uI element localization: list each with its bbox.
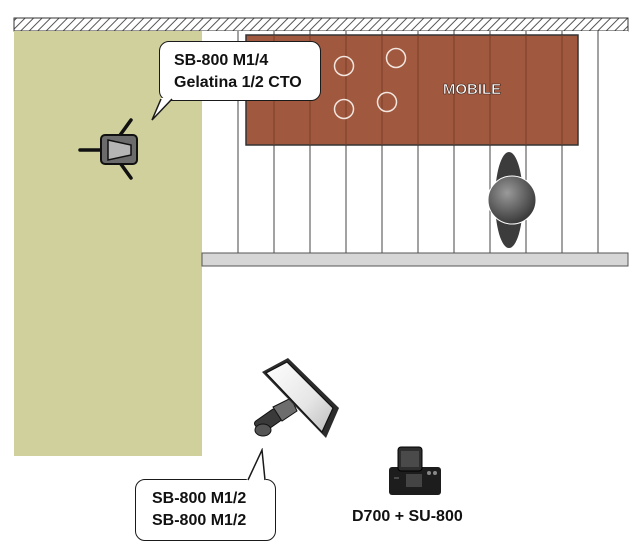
object-circle <box>385 47 407 69</box>
flash-top-line1: SB-800 M1/4 <box>174 52 269 69</box>
flash-top-callout-pointer <box>151 98 173 121</box>
flash-bottom-callout: SB-800 M1/2 SB-800 M1/2 <box>135 479 276 541</box>
flash-bottom-line1: SB-800 M1/2 <box>152 490 247 507</box>
camera-label: D700 + SU-800 <box>352 508 463 525</box>
flash-bottom-callout-pointer <box>246 448 266 481</box>
flash-tripod-icon <box>78 118 138 180</box>
object-circle <box>333 55 355 77</box>
furniture-label: MOBILE <box>443 81 501 98</box>
floor-edge <box>201 252 629 267</box>
top-wall <box>13 17 629 32</box>
object-circle <box>376 91 398 113</box>
flash-top-line2: Gelatina 1/2 CTO <box>174 74 302 91</box>
backdrop-panel <box>14 31 202 456</box>
softbox-icon <box>254 358 339 438</box>
flash-bottom-line2: SB-800 M1/2 <box>152 512 247 529</box>
camera-icon <box>389 446 441 495</box>
person-icon <box>487 152 537 248</box>
object-circle <box>333 98 355 120</box>
flash-top-callout: SB-800 M1/4 Gelatina 1/2 CTO <box>159 41 321 101</box>
